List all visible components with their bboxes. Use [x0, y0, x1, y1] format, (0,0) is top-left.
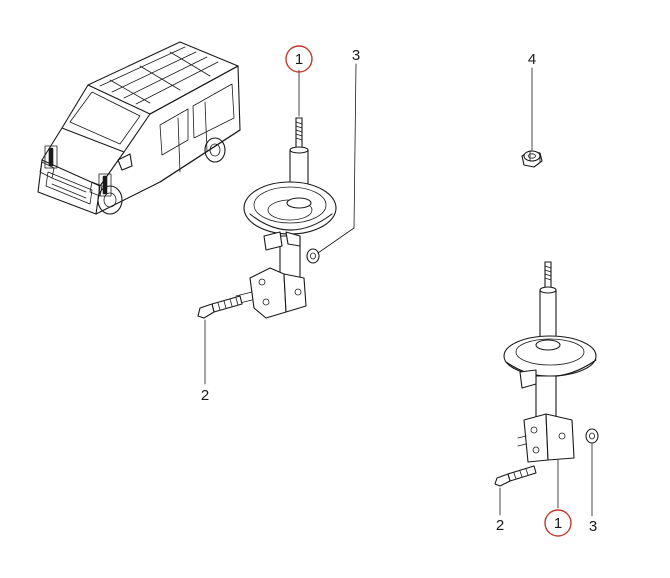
callout-front-bolt: 2 [201, 387, 209, 404]
callout-rear-strut: 1 [554, 515, 562, 532]
top-nut-illustration [521, 150, 543, 168]
rear-nut-illustration [585, 428, 599, 444]
front-strut-highlight-ring [285, 45, 313, 73]
front-nut-leader-vertical [353, 63, 357, 229]
callout-rear-bolt: 2 [496, 517, 504, 534]
rear-strut-assembly [494, 261, 599, 487]
front-nut-illustration [306, 248, 320, 264]
callout-top-nut: 4 [528, 51, 536, 68]
rear-strut-highlight-ring [544, 509, 572, 537]
front-bolt-illustration [197, 295, 243, 319]
front-strut-assembly [197, 117, 337, 319]
front-nut-leader-diagonal [317, 227, 355, 254]
van-illustration [37, 41, 241, 215]
callout-front-strut: 1 [295, 51, 303, 68]
callout-front-nut: 3 [352, 47, 360, 64]
rear-bolt-illustration [494, 465, 537, 487]
callout-rear-nut: 3 [589, 518, 597, 535]
